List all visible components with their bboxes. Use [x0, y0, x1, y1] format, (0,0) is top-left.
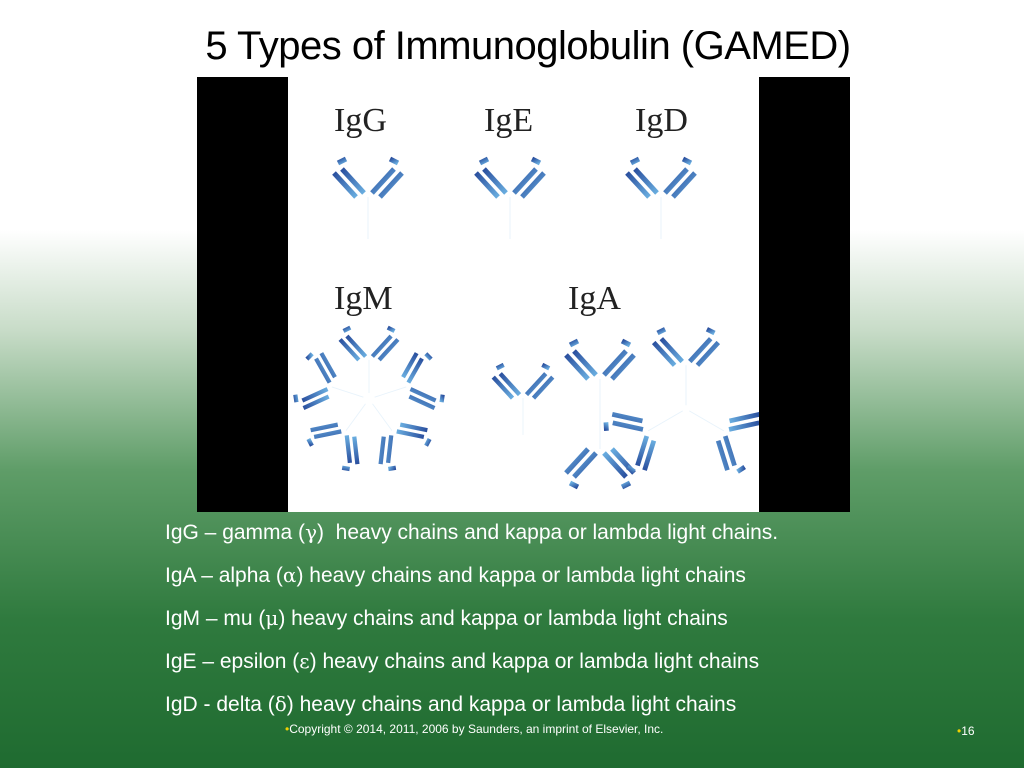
chain-description-list: IgG – gamma (γ) heavy chains and kappa o… [165, 517, 985, 732]
bullet-icon: • [957, 724, 962, 738]
label-igm: IgM [334, 280, 393, 317]
igm-pentamer [292, 328, 446, 474]
page-number-text: 16 [961, 724, 975, 738]
copyright-text: Copyright © 2014, 2011, 2006 by Saunders… [289, 722, 664, 736]
label-iga: IgA [568, 280, 621, 317]
igm-line: IgM – mu (μ) heavy chains and kappa or l… [165, 606, 728, 630]
slide-title: 5 Types of Immunoglobulin (GAMED) [205, 24, 851, 68]
ige-line: IgE – epsilon (ε) heavy chains and kappa… [165, 649, 760, 673]
copyright-notice: •Copyright © 2014, 2011, 2006 by Saunder… [285, 722, 663, 736]
immunoglobulin-figure: IgG IgE IgD IgM IgA [197, 77, 850, 512]
antibody-diagram: IgG IgE IgD IgM IgA [288, 77, 759, 512]
igg-line: IgG – gamma (γ) heavy chains and kappa o… [165, 520, 779, 544]
igd-line: IgD - delta (δ) heavy chains and kappa o… [165, 692, 737, 716]
iga-line: IgA – alpha (α) heavy chains and kappa o… [165, 563, 746, 587]
bullet-icon: • [285, 722, 290, 736]
label-igd: IgD [635, 102, 688, 139]
page-number: •16 [957, 724, 975, 738]
label-ige: IgE [484, 102, 533, 139]
label-igg: IgG [334, 102, 387, 139]
